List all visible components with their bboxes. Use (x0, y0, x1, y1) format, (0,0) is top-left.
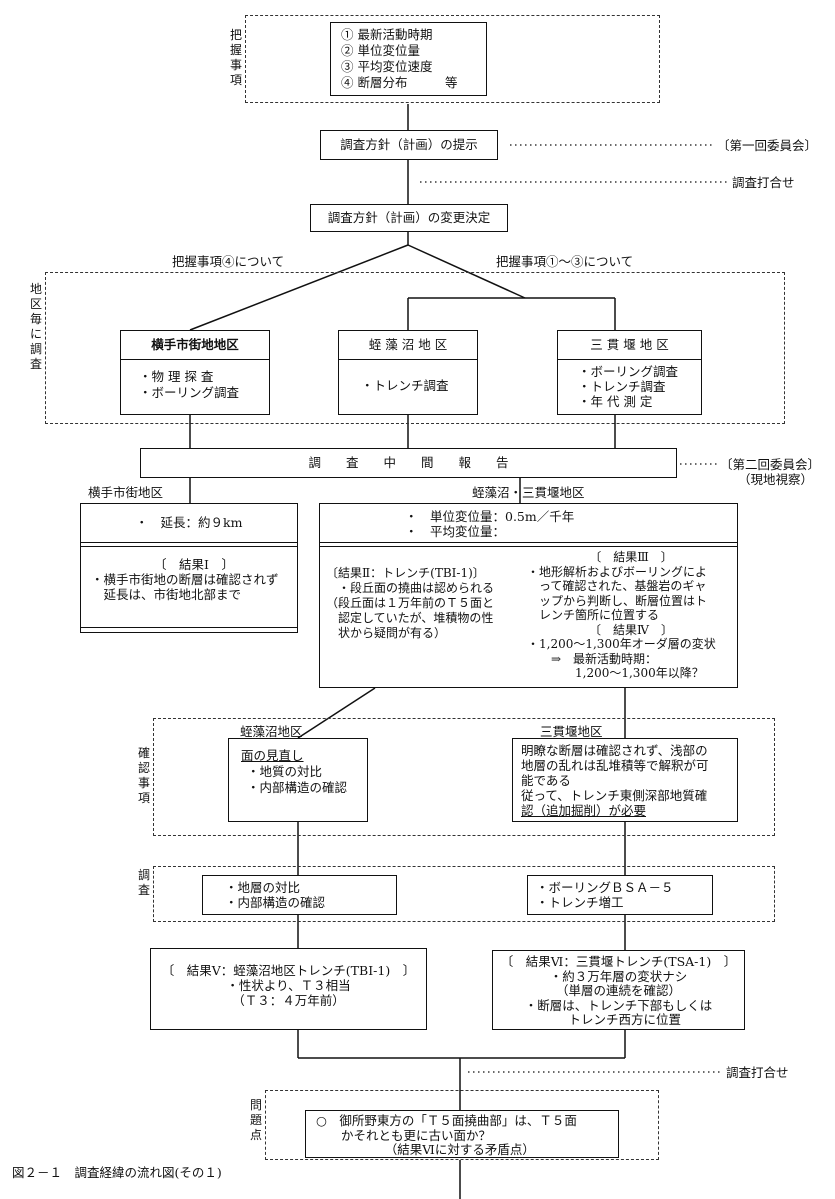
survey-right-item: ・ボーリングＢＳＡ－５ (536, 880, 674, 895)
sanganze-item: ・ボーリング調査 (578, 364, 679, 379)
hirumo-item: ・トレンチ調査 (361, 378, 449, 393)
district-section (45, 272, 785, 424)
yokote-item: ・物 理 探 査 (139, 369, 214, 384)
result2-line: （段丘面は１万年前のＴ５面と (326, 596, 495, 610)
confirm-sanganze-line: 明瞭な断層は確認されず、浅部の (521, 743, 708, 758)
yokote-length: ・ 延長：約９km (135, 515, 243, 530)
result5-title: 〔 結果Ⅴ：蛭藻沼地区トレンチ(TBI-1) 〕 (161, 963, 416, 978)
grasp-item-4: ④ 断層分布 等 (341, 75, 458, 90)
survey-left-item: ・地層の対比 (225, 880, 301, 895)
yokote-district-title: 横手市街地地区 (121, 331, 269, 360)
result3-line: ップから判断し、断層位置はト (527, 593, 708, 608)
sanganze-item: ・トレンチ調査 (578, 379, 666, 394)
problem-line: （結果Ⅵに対する矛盾点） (316, 1142, 535, 1157)
result5-line: ・性状より、Ｔ３相当 (226, 978, 351, 993)
result6-line: （単層の連続を確認） (555, 983, 681, 998)
confirm-sanganze-last: 認（追加掘削）が必要 (521, 803, 647, 818)
yokote-result-title: 〔 結果Ⅰ 〕 (154, 557, 234, 572)
interim-report-box: 調 査 中 間 報 告 (140, 448, 677, 478)
line-branch-left (189, 244, 409, 331)
yokote-result-line: 延長は、市街地北部まで (91, 587, 242, 602)
result4-line: 1,200～1,300年以降？ (527, 666, 704, 680)
result4-line: ・1,200～1,300年オーダ層の変状 (527, 637, 716, 651)
yokote-district-box: 横手市街地地区 ・物 理 探 査 ・ボーリング調査 (120, 330, 270, 415)
confirm-hirumo-label: 蛭藻沼地区 (240, 724, 303, 739)
figure-caption: 図２－１ 調査経緯の流れ図(その１) (12, 1165, 222, 1180)
result6-line: トレンチ西方に位置 (555, 1012, 681, 1027)
meeting1-label: 調査打合せ (732, 175, 795, 190)
problem-line: ○ 御所野東方の「Ｔ５面撓曲部」は、Ｔ５面 (316, 1113, 577, 1128)
confirm-sanganze-label: 三貫堰地区 (540, 724, 603, 739)
result6-line: ・断層は、トレンチ下部もしくは (524, 997, 713, 1013)
result3-line: ・地形解析およびボーリングによ (527, 564, 708, 579)
survey-right-item: ・トレンチ増工 (536, 895, 624, 910)
confirm-hirumo-item: ・地質の対比 (247, 764, 323, 779)
grasp-item-2: ② 単位変位量 (341, 43, 420, 58)
grasp-items-box: ① 最新活動時期 ② 単位変位量 ③ 平均変位速度 ④ 断層分布 等 (330, 22, 487, 96)
meeting2-label: 調査打合せ (726, 1065, 789, 1080)
sanganze-item: ・年 代 測 定 (578, 394, 653, 409)
confirm-section (153, 718, 775, 836)
survey-label: 調査 (137, 868, 150, 897)
confirm-hirumo-title: 面の見直し (241, 748, 304, 763)
district-label: 地区毎に調査 (29, 282, 42, 371)
grasp-item-3: ③ 平均変位速度 (341, 59, 433, 74)
line-to-hirumo-confirm (297, 687, 376, 739)
yokote-result-box: ・ 延長：約９km 〔 結果Ⅰ 〕 ・横手市街地の断層は確認されず 延長は、市街… (80, 503, 298, 633)
line-branch-right (407, 244, 526, 299)
survey-right-box: ・ボーリングＢＳＡ－５ ・トレンチ増工 (527, 875, 713, 915)
result3-line: レンチ箇所に位置する (527, 608, 660, 622)
problem-label: 問題点 (249, 1098, 262, 1142)
unit-displacement: ・ 単位変位量：0.5m／千年 (405, 509, 575, 524)
result4-line: ⇒ 最新活動時期： (527, 651, 658, 666)
result6-line: ・約３万年層の変状ナシ (549, 968, 688, 984)
result6-title: 〔 結果Ⅵ：三貫堰トレンチ(TSA-1) 〕 (500, 954, 737, 969)
result2-line: ・段丘面の撓曲は認められる (326, 581, 495, 595)
confirm-sanganze-line: 地層の乱れは乱堆積等で解釈が可 (521, 758, 709, 773)
policy-present-box: 調査方針（計画）の提示 (320, 130, 498, 160)
yokote-item: ・ボーリング調査 (139, 385, 240, 400)
result2-title: 〔結果Ⅱ：トレンチ(TBI-1)〕 (326, 566, 485, 580)
yokote-result-line: ・横手市街地の断層は確認されず (91, 572, 279, 587)
result2-line: 状から疑問が有る） (326, 626, 447, 640)
hirumo-district-box: 蛭 藻 沼 地 区 ・トレンチ調査 (338, 330, 478, 415)
sanganze-district-title: 三 貫 堰 地 区 (558, 331, 701, 360)
result2-line: 認定していたが、堆積物の性 (326, 611, 494, 625)
confirm-hirumo-item: ・内部構造の確認 (247, 780, 348, 795)
sanganze-district-box: 三 貫 堰 地 区 ・ボーリング調査 ・トレンチ調査 ・年 代 測 定 (557, 330, 702, 415)
branch-right-label: 把握事項①～③について (496, 254, 634, 269)
grasp-section (245, 15, 660, 103)
committee1-label: 〔第一回委員会〕 (717, 138, 818, 153)
result3-title: 〔 結果Ⅲ 〕 (589, 550, 673, 564)
branch-left-label: 把握事項④について (172, 254, 285, 269)
result5-line: （Ｔ３：４万年前） (232, 993, 345, 1008)
survey-left-item: ・内部構造の確認 (225, 895, 326, 910)
average-displacement: ・ 平均変位量： (405, 524, 506, 539)
yokote-area-label: 横手市街地区 (88, 485, 164, 500)
hs-result-box: ・ 単位変位量：0.5m／千年 ・ 平均変位量： 〔結果Ⅱ：トレンチ(TBI-1… (319, 503, 738, 688)
hirumo-district-title: 蛭 藻 沼 地 区 (339, 331, 477, 360)
problem-section (265, 1090, 659, 1160)
confirm-sanganze-line: 能である (521, 773, 571, 788)
hs-area-label: 蛭藻沼・三貫堰地区 (472, 485, 585, 500)
policy-change-box: 調査方針（計画）の変更決定 (310, 204, 508, 232)
survey-section (153, 866, 775, 922)
grasp-item-1: ① 最新活動時期 (341, 27, 433, 42)
confirm-sanganze-line: 従って、トレンチ東側深部地質確 (521, 788, 708, 803)
survey-left-box: ・地層の対比 ・内部構造の確認 (202, 875, 397, 915)
site-visit-label: （現地視察） (738, 472, 814, 487)
confirm-hirumo-box: 面の見直し ・地質の対比 ・内部構造の確認 (228, 738, 368, 822)
committee2-label: 〔第二回委員会〕 (720, 457, 821, 472)
result6-box: 〔 結果Ⅵ：三貫堰トレンチ(TSA-1) 〕 ・約３万年層の変状ナシ （単層の連… (492, 950, 745, 1030)
grasp-label: 把握事項 (229, 28, 242, 87)
result5-box: 〔 結果Ⅴ：蛭藻沼地区トレンチ(TBI-1) 〕 ・性状より、Ｔ３相当 （Ｔ３：… (150, 948, 427, 1030)
result3-line: って確認された、基盤岩のギャ (527, 579, 707, 593)
confirm-sanganze-box: 明瞭な断層は確認されず、浅部の 地層の乱れは乱堆積等で解釈が可 能である 従って… (512, 738, 738, 822)
problem-box: ○ 御所野東方の「Ｔ５面撓曲部」は、Ｔ５面 かそれとも更に古い面か？ （結果Ⅵに… (305, 1110, 619, 1158)
confirm-label: 確認事項 (137, 746, 150, 805)
result4-title: 〔 結果Ⅳ 〕 (589, 622, 673, 637)
problem-line: かそれとも更に古い面か？ (316, 1127, 492, 1143)
